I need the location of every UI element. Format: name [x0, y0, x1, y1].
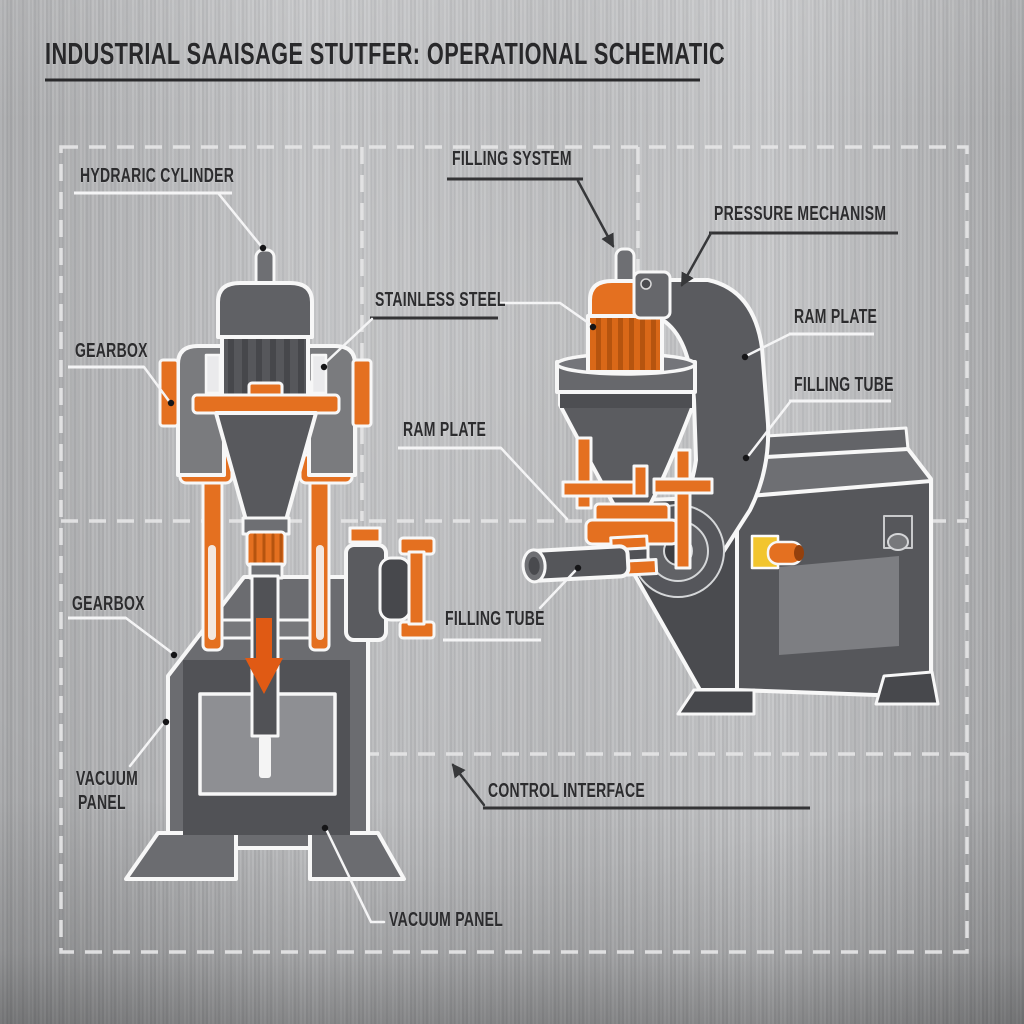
- funnel-cone: [214, 411, 318, 522]
- gearbox-side-panel-left: [158, 358, 180, 428]
- left-machine-illustration: [124, 248, 436, 881]
- arch-slot-right: [310, 353, 328, 395]
- leader-lines-dark: [451, 179, 713, 807]
- control-interface-panel: [779, 556, 899, 655]
- front-right-foot: [874, 670, 940, 706]
- label-gearbox-upper: GEARBOX: [75, 340, 148, 362]
- label-pressure-mechanism: PRESSURE MECHANISM: [714, 203, 887, 225]
- leader-hydraulic-cylinder: [216, 191, 263, 248]
- piston-tip: [259, 736, 271, 778]
- leader-gearbox-lower: [124, 616, 173, 654]
- gearbox-side-panel-right: [351, 358, 373, 428]
- label-vacuum-panel-left-line1: VACUUM: [76, 768, 139, 790]
- column-slot-left: [208, 545, 216, 640]
- auger-screw: [245, 530, 287, 568]
- filling-tube-assembly: [521, 534, 659, 584]
- leader-stainless-steel-right: [497, 301, 592, 326]
- leader-filling-tube-right: [747, 400, 792, 457]
- column-slot-right: [316, 545, 324, 640]
- carriage-top-bar: [191, 393, 341, 415]
- outlet-i-beam: [398, 536, 436, 640]
- filling-motor-fins: [596, 318, 656, 370]
- right-foot: [308, 831, 406, 881]
- outer-dashed-border: [59, 145, 969, 954]
- left-foot: [124, 831, 238, 881]
- label-underlines: [45, 78, 898, 810]
- label-vacuum-panel-left-line2: PANEL: [78, 792, 126, 814]
- leader-ram-plate-center: [499, 446, 569, 521]
- side-bracket: [348, 526, 382, 544]
- leader-lines-light: [124, 191, 792, 924]
- leader-filling-system: [576, 179, 615, 248]
- leader-control-interface: [451, 763, 486, 807]
- right-machine-illustration: [521, 247, 940, 716]
- leader-ram-plate-right: [746, 332, 792, 357]
- label-stainless-steel: STAINLESS STEEL: [375, 289, 506, 311]
- side-port: [887, 533, 909, 551]
- leader-stainless-steel-left: [321, 317, 374, 367]
- front-left-foot: [676, 688, 756, 716]
- label-filling-tube-right: FILLING TUBE: [794, 374, 894, 396]
- support-frame: [561, 436, 714, 570]
- leader-vacuum-panel-bottom: [325, 829, 386, 924]
- label-filling-system: FILLING SYSTEM: [452, 148, 572, 170]
- tube-opening: [528, 556, 540, 575]
- arm-hinge-bracket: [632, 270, 672, 320]
- label-filling-tube-center: FILLING TUBE: [445, 608, 545, 630]
- page-title: INDUSTRIAL SAAISAGE STUTFER: OPERATIONAL…: [45, 36, 726, 71]
- outlet-cylinder: [378, 556, 412, 622]
- label-vacuum-panel-bottom: VACUUM PANEL: [389, 909, 504, 931]
- label-ram-plate-right: RAM PLATE: [794, 306, 878, 328]
- label-ram-plate-center: RAM PLATE: [403, 419, 487, 441]
- label-control-interface: CONTROL INTERFACE: [488, 780, 645, 802]
- arch-slot-left: [204, 353, 222, 395]
- flow-direction-arrow-icon: [245, 618, 283, 694]
- label-gearbox-lower: GEARBOX: [72, 593, 145, 615]
- auger-ribs: [253, 533, 283, 565]
- leader-pressure-mechanism: [680, 231, 713, 287]
- leader-vacuum-panel-left: [128, 722, 165, 768]
- leader-filling-tube-center: [538, 569, 577, 610]
- label-hydraulic-cylinder: HYDRARIC CYLINDER: [80, 165, 235, 187]
- motor-dome: [216, 281, 314, 339]
- motor-fins: [228, 339, 304, 397]
- leader-dots: [162, 244, 750, 832]
- nozzle-opening: [794, 545, 804, 561]
- leader-gearbox-upper: [142, 365, 171, 403]
